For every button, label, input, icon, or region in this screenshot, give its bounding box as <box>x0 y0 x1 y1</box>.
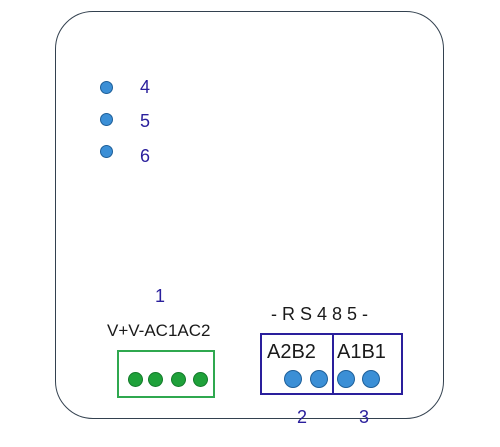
rs485-port-2-label: A2B2 <box>267 341 316 363</box>
indicator-number-6: 6 <box>140 146 151 166</box>
power-terminal-block <box>117 350 215 398</box>
rs485-pin-a1 <box>337 370 355 388</box>
power-pin-3 <box>171 372 186 387</box>
power-terminal-number: 1 <box>155 286 166 306</box>
rs485-pin-a2 <box>284 370 302 388</box>
indicator-number-5: 5 <box>140 111 151 131</box>
rs485-pin-b1 <box>362 370 380 388</box>
indicator-led-4 <box>100 81 113 94</box>
power-terminal-label: V+V-AC1AC2 <box>107 321 211 340</box>
rs485-port-3-number: 3 <box>359 407 370 427</box>
device-outline <box>55 11 444 419</box>
power-pin-2 <box>148 372 163 387</box>
indicator-led-5 <box>100 113 113 126</box>
indicator-led-6 <box>100 145 113 158</box>
rs485-title: - R S 4 8 5 - <box>271 304 369 324</box>
rs485-port-3-label: A1B1 <box>337 341 386 363</box>
indicator-number-4: 4 <box>140 77 151 97</box>
power-pin-1 <box>128 372 143 387</box>
rs485-port-3-block <box>332 333 403 395</box>
rs485-pin-b2 <box>310 370 328 388</box>
rs485-port-2-number: 2 <box>297 407 308 427</box>
power-pin-4 <box>193 372 208 387</box>
